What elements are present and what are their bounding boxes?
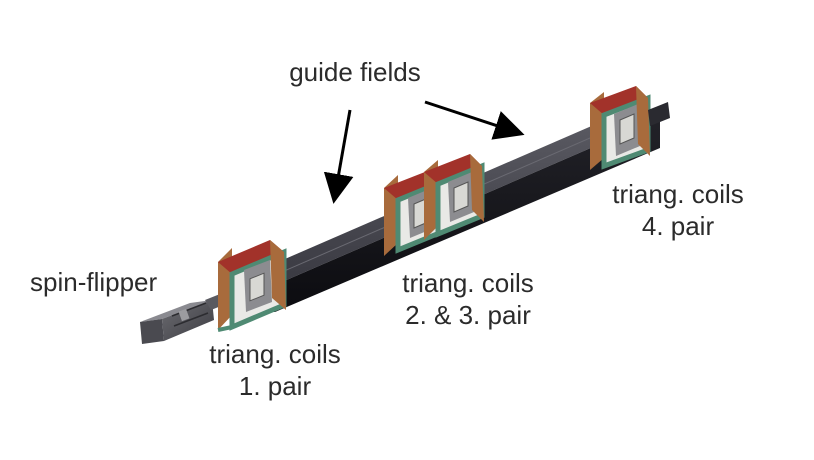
coil-frame-pair-1 bbox=[217, 240, 287, 332]
coil-frame-pair-3 bbox=[424, 154, 485, 240]
label-guide-fields-text: guide fields bbox=[289, 57, 421, 87]
coil-frame-pair-4 bbox=[590, 86, 670, 170]
label-coils-1-line1: triang. coils bbox=[209, 339, 341, 369]
label-spin-flipper-text: spin-flipper bbox=[30, 267, 158, 297]
spin-flipper-box bbox=[140, 290, 236, 344]
label-coils-1-line2: 1. pair bbox=[238, 371, 312, 401]
arrow-guide-right bbox=[424, 100, 525, 140]
label-coils-pair-2-3: triang. coils 2. & 3. pair bbox=[378, 267, 558, 331]
label-spin-flipper: spin-flipper bbox=[30, 266, 190, 298]
label-guide-fields: guide fields bbox=[265, 56, 445, 88]
label-coils-23-line2: 2. & 3. pair bbox=[405, 300, 531, 330]
arrow-guide-left bbox=[323, 109, 354, 204]
label-coils-4-line1: triang. coils bbox=[612, 179, 744, 209]
label-coils-4-line2: 4. pair bbox=[641, 211, 715, 241]
label-coils-pair-1: triang. coils 1. pair bbox=[185, 338, 365, 402]
label-coils-23-line1: triang. coils bbox=[402, 268, 534, 298]
label-coils-pair-4: triang. coils 4. pair bbox=[588, 178, 768, 242]
